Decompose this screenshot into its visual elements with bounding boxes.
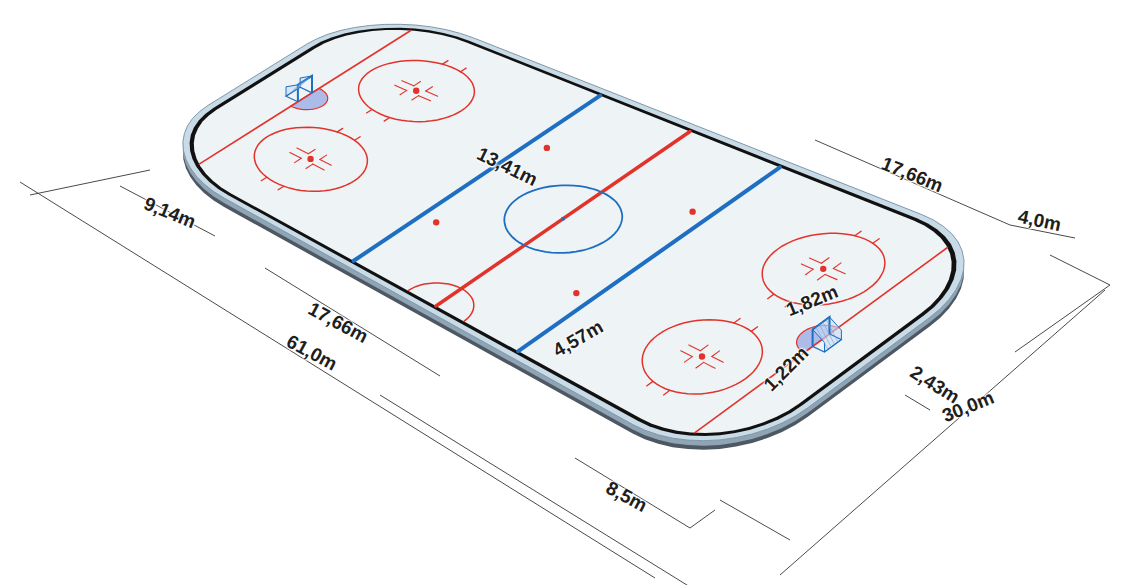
faceoff-cross bbox=[308, 149, 315, 153]
hash-mark bbox=[768, 294, 774, 299]
hash-mark bbox=[355, 137, 361, 141]
faceoff-cross bbox=[320, 155, 327, 159]
faceoff-cross bbox=[426, 91, 438, 96]
hash-mark bbox=[384, 118, 390, 122]
dimension-label: 17,66m bbox=[879, 153, 946, 195]
hash-mark bbox=[664, 390, 670, 395]
faceoff-cross bbox=[402, 81, 414, 86]
faceoff-cross bbox=[712, 356, 723, 362]
faceoff-spot bbox=[413, 88, 419, 94]
hash-mark bbox=[337, 128, 343, 132]
faceoff-cross bbox=[712, 351, 720, 357]
faceoff-spot bbox=[699, 353, 705, 359]
dimension-label: 61,0m bbox=[284, 331, 340, 373]
hash-mark bbox=[855, 231, 861, 236]
faceoff-cross bbox=[833, 263, 841, 269]
hash-mark bbox=[278, 186, 284, 190]
faceoff-cross bbox=[825, 274, 837, 279]
faceoff-cross bbox=[817, 274, 825, 280]
board-line bbox=[190, 28, 957, 436]
faceoff-cross bbox=[426, 87, 433, 91]
ice-surface bbox=[194, 30, 952, 433]
goal-net bbox=[813, 317, 842, 352]
hash-mark bbox=[734, 318, 740, 323]
faceoff-cross bbox=[419, 96, 431, 101]
blue-line bbox=[354, 96, 600, 261]
faceoff-circle bbox=[359, 61, 475, 122]
faceoff-cross bbox=[412, 96, 419, 100]
faceoff-cross bbox=[821, 258, 829, 264]
center-circle bbox=[504, 185, 622, 253]
faceoff-cross bbox=[685, 357, 693, 363]
faceoff-cross bbox=[320, 160, 331, 166]
neutral-spot bbox=[433, 219, 439, 225]
hash-mark bbox=[461, 68, 467, 72]
faceoff-circle bbox=[254, 127, 367, 191]
goal-base bbox=[286, 87, 312, 102]
net-mesh bbox=[816, 327, 828, 350]
net-mesh bbox=[823, 322, 835, 345]
faceoff-cross bbox=[295, 158, 302, 162]
hash-mark bbox=[442, 61, 448, 65]
faceoff-cross bbox=[806, 269, 814, 275]
faceoff-cross bbox=[414, 82, 421, 86]
net-mesh bbox=[292, 81, 304, 92]
dimension-label: 2,43m bbox=[907, 362, 963, 407]
center-line bbox=[436, 132, 690, 307]
faceoff-cross bbox=[400, 90, 407, 94]
dimension-label: 17,66m bbox=[305, 298, 371, 345]
goal-line bbox=[199, 30, 411, 164]
faceoff-cross bbox=[801, 264, 813, 269]
net-mesh bbox=[826, 319, 838, 342]
dimension-label: 8,5m bbox=[603, 477, 650, 514]
center-spot bbox=[561, 217, 565, 221]
hash-mark bbox=[873, 239, 879, 244]
faceoff-cross bbox=[833, 268, 845, 273]
faceoff-cross bbox=[689, 345, 700, 351]
faceoff-cross bbox=[313, 164, 324, 170]
faceoff-spot bbox=[820, 266, 826, 272]
neutral-spot bbox=[544, 145, 550, 151]
board-rim bbox=[183, 24, 964, 440]
dimension-label: 9,14m bbox=[141, 193, 198, 231]
faceoff-cross bbox=[681, 351, 692, 357]
blue-line bbox=[518, 167, 780, 351]
neutral-spot bbox=[573, 290, 579, 296]
hash-mark bbox=[367, 109, 373, 113]
hash-mark bbox=[261, 177, 267, 181]
faceoff-cross bbox=[809, 258, 821, 263]
faceoff-cross bbox=[306, 164, 313, 168]
net-mesh bbox=[294, 79, 306, 90]
net-mesh bbox=[289, 83, 301, 94]
net-mesh bbox=[297, 78, 309, 89]
faceoff-circle bbox=[642, 320, 762, 394]
goal-base bbox=[813, 334, 842, 352]
faceoff-cross bbox=[395, 85, 407, 90]
faceoff-cross bbox=[700, 345, 708, 351]
faceoff-cross bbox=[696, 362, 704, 368]
dimension-label: 4,0m bbox=[1017, 206, 1063, 234]
hash-mark bbox=[647, 381, 653, 386]
goal-frame bbox=[298, 76, 312, 102]
hash-mark bbox=[751, 327, 757, 332]
neutral-spot bbox=[689, 208, 695, 214]
goal-line bbox=[695, 248, 948, 433]
goal-net bbox=[286, 76, 312, 96]
faceoff-cross bbox=[704, 362, 715, 368]
faceoff-spot bbox=[307, 156, 313, 162]
faceoff-cross bbox=[290, 152, 301, 158]
faceoff-cross bbox=[297, 148, 308, 154]
net-mesh bbox=[819, 324, 831, 347]
